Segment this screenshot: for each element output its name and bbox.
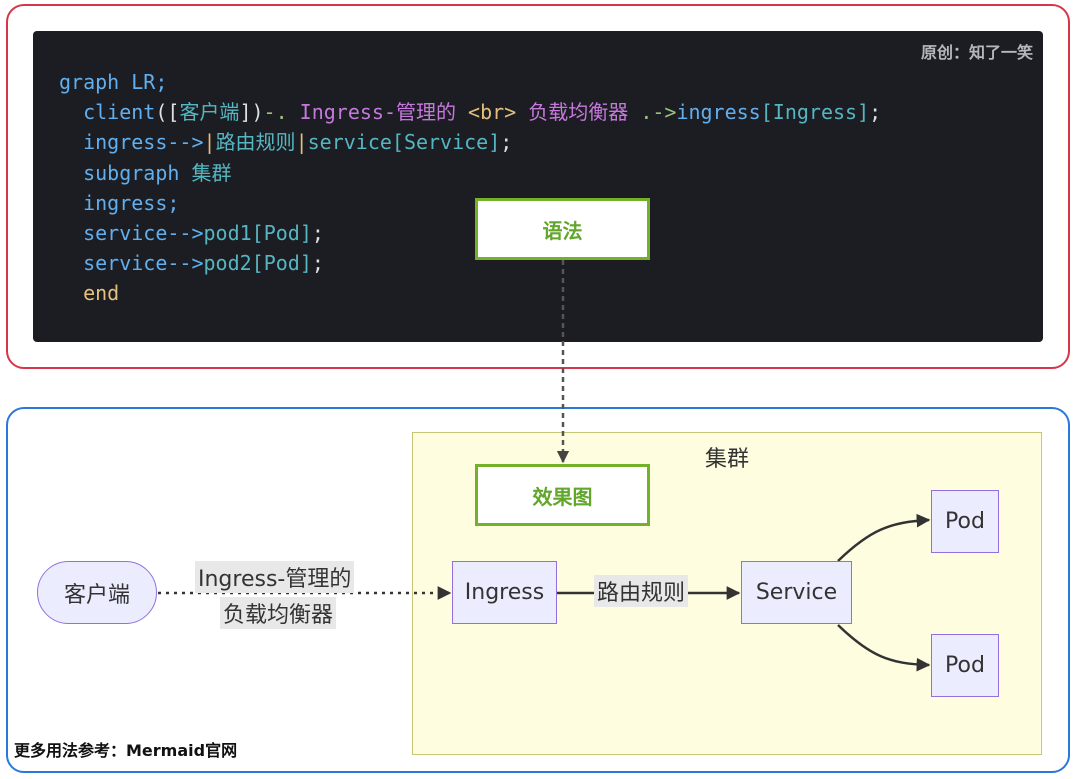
edge-label-route: 路由规则 [594,575,689,607]
code-line: graph LR; [59,70,168,94]
node-client: 客户端 [37,561,157,624]
syntax-label-box: 语法 [475,198,650,260]
code-line: client([客户端])-. Ingress-管理的 <br> 负载均衡器 .… [83,100,882,125]
syntax-frame [6,4,1070,369]
edge-label-ingress-line2: 负载均衡器 [220,597,337,629]
node-ingress: Ingress [452,561,557,624]
code-line: service-->pod2[Pod]; [83,251,324,276]
edge-label-ingress-line1: Ingress-管理的 [195,561,355,593]
node-pod-bottom: Pod [931,634,999,697]
code-line: ingress-->|路由规则|service[Service]; [83,130,513,155]
code-line: end [83,281,120,306]
credit-text: 原创：知了一笑 [920,43,1033,62]
edge-service-pod2 [837,624,931,672]
result-frame [6,407,1070,773]
edge-service-pod1 [837,513,931,562]
code-panel: 原创：知了一笑 graph LR; client([客户端])-. Ingres… [33,31,1043,342]
code-line: subgraph 集群 [83,160,232,185]
footer-note: 更多用法参考：Mermaid官网 [14,741,238,760]
code-line: service-->pod1[Pod]; [83,221,324,246]
node-service: Service [741,561,852,624]
cluster-title: 集群 [704,447,749,472]
node-pod-top: Pod [931,490,999,553]
code-line: ingress; [83,190,180,215]
result-label-box: 效果图 [475,464,650,526]
code-block: graph LR; client([客户端])-. Ingress-管理的 <b… [59,67,881,309]
